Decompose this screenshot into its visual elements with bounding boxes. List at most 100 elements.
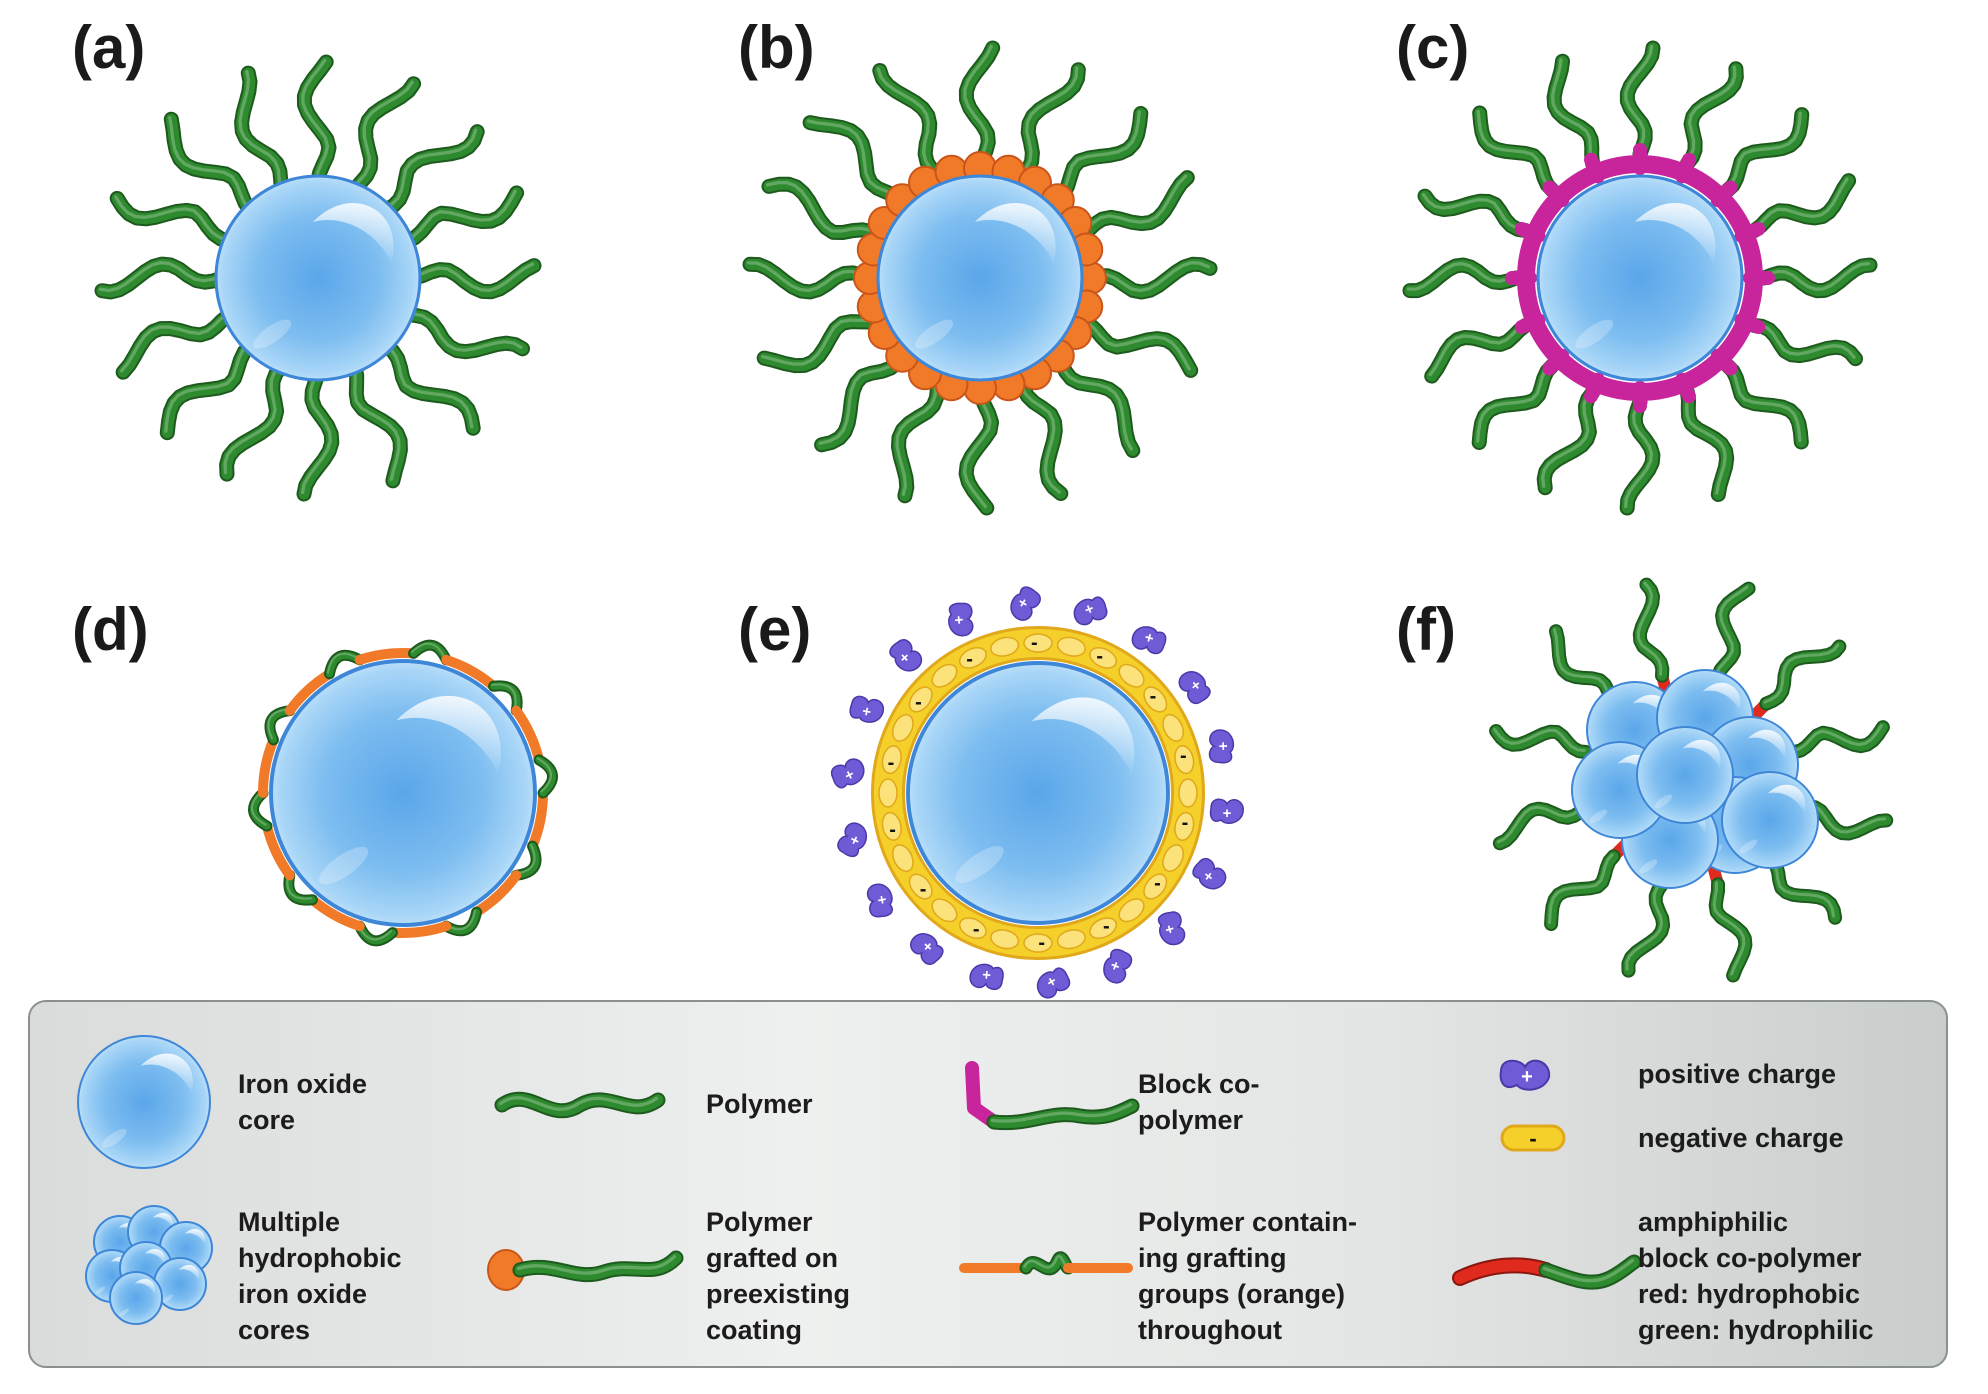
legend-label-negative-charge: negative charge (1638, 1123, 1844, 1153)
polymer-strand (1619, 394, 1661, 516)
hydrophilic-segment-green (1621, 877, 1671, 978)
negative-sign: - (966, 648, 973, 670)
negative-charge-bead (881, 811, 902, 841)
polymer-strand (1747, 318, 1863, 367)
polymer-strand (109, 190, 237, 249)
iron-oxide-subcore (1721, 771, 1819, 869)
negative-sign: - (1180, 745, 1187, 767)
polymer-strand (512, 1250, 684, 1283)
polymer-strand (1402, 257, 1524, 299)
svg-text:-: - (1529, 1126, 1536, 1151)
iron-oxide-core (906, 661, 1170, 925)
positive-charge-blob: + (1010, 586, 1041, 621)
grafting-group-orange (387, 921, 452, 938)
negative-sign: - (1096, 645, 1103, 667)
polymer-strand (347, 359, 408, 489)
negative-charge-bead (1162, 713, 1185, 742)
polymer-strand (1619, 40, 1661, 162)
polymer-strand (163, 111, 258, 218)
legend-label-grafted-polymer: Polymer grafted on preexisting coating (706, 1207, 851, 1345)
panel-d-particle (248, 639, 558, 947)
negative-charge-bead (881, 745, 902, 775)
negative-charge-bead (1178, 778, 1198, 808)
negative-charge-bead (990, 929, 1020, 950)
iron-oxide-core (876, 174, 1084, 382)
polymer-strand (159, 338, 258, 441)
panel-label-e: (e) (738, 596, 812, 663)
panel-b-particle (742, 40, 1218, 516)
hydrophilic-segment-green (1544, 849, 1621, 931)
grafting-group-orange (354, 648, 419, 665)
polymer-strand (1014, 372, 1069, 501)
negative-sign: - (1103, 916, 1110, 938)
block-segment-magenta (1710, 348, 1738, 376)
block-segment-magenta (1542, 180, 1570, 208)
positive-charge-blob: + (1178, 671, 1211, 705)
positive-charge-blob: + (889, 638, 923, 672)
polymer-strand (1747, 173, 1857, 238)
panel-label-d: (d) (72, 596, 149, 663)
polymer-strand (1014, 62, 1086, 184)
polymer-strand (1050, 348, 1141, 458)
polymer-strand (814, 348, 910, 453)
grafted-polymer-icon (487, 1249, 684, 1291)
positive-charge-blob: + (1192, 858, 1227, 890)
polymer-strand (1546, 53, 1600, 171)
polymer-strand (494, 1091, 666, 1119)
svg-text:+: + (949, 615, 967, 626)
iron-oxide-core (1536, 174, 1744, 382)
polymer-strand (1417, 188, 1533, 238)
negative-charge-bead (1174, 745, 1195, 775)
svg-text:+: + (861, 703, 873, 721)
positive-charge-blob: + (1036, 967, 1071, 999)
legend-label-multiple-cores: Multiple hydrophobic iron oxide cores (238, 1207, 402, 1345)
polymer-strand (399, 307, 530, 360)
polymer-strand (1756, 257, 1878, 299)
legend-label-iron-oxide-core: Iron oxide core (238, 1069, 368, 1135)
positive-charge-blob: + (866, 883, 893, 918)
panel-label-f: (f) (1396, 596, 1456, 663)
panel-label-a: (a) (72, 14, 146, 81)
panel-label-c: (c) (1396, 14, 1470, 81)
legend-label-amphiphilic: amphiphilic block co-polymer red: hydrop… (1638, 1207, 1874, 1345)
positive-charge-blob: + (1208, 729, 1235, 764)
iron-oxide-core (269, 659, 537, 927)
positive-charge-blob: + (1131, 626, 1167, 655)
negative-charge-bead (908, 686, 933, 713)
block-segment-magenta (965, 1061, 1001, 1129)
negative-charge-bead (958, 646, 987, 669)
polymer-icon (494, 1091, 666, 1119)
polymer-strand (891, 372, 946, 504)
grafting-groups-polymer-icon (959, 1251, 1133, 1276)
negative-charge-bead (931, 898, 958, 923)
negative-charge-bead (958, 917, 987, 940)
legend-label-polymer: Polymer (706, 1089, 813, 1119)
hydrophobic-segment-red (1454, 1259, 1552, 1284)
polymer-strand (1680, 385, 1735, 502)
negative-charge-icon: - (1500, 1124, 1566, 1152)
negative-charge-bead (1089, 917, 1118, 940)
negative-sign: - (920, 878, 927, 900)
polymer-strand (958, 380, 999, 516)
polymer-loop (1019, 1251, 1075, 1276)
polymer-strand (219, 359, 289, 482)
negative-charge-bead (1500, 1124, 1566, 1152)
block-segment-magenta (1734, 222, 1766, 243)
block-segment-magenta (1514, 222, 1546, 243)
negative-charge-bead (1162, 844, 1185, 873)
negative-charge-bead (1118, 663, 1145, 688)
negative-charge-bead (1056, 929, 1086, 950)
svg-text:+: + (873, 894, 891, 906)
polymer-strand (1074, 170, 1195, 244)
svg-text:+: + (1521, 1066, 1533, 1088)
positive-charge-blob: + (948, 602, 974, 637)
hydrophilic-segment-green (1708, 877, 1753, 983)
polymer-strand (296, 54, 337, 190)
hydrophilic-segment-green (1711, 581, 1756, 683)
hydrophilic-segment-green (1759, 639, 1847, 711)
panel-e-particle: --------------++++++++++++++++++ (830, 586, 1244, 999)
polymer-strand (761, 176, 886, 244)
panel-label-b: (b) (738, 14, 815, 81)
